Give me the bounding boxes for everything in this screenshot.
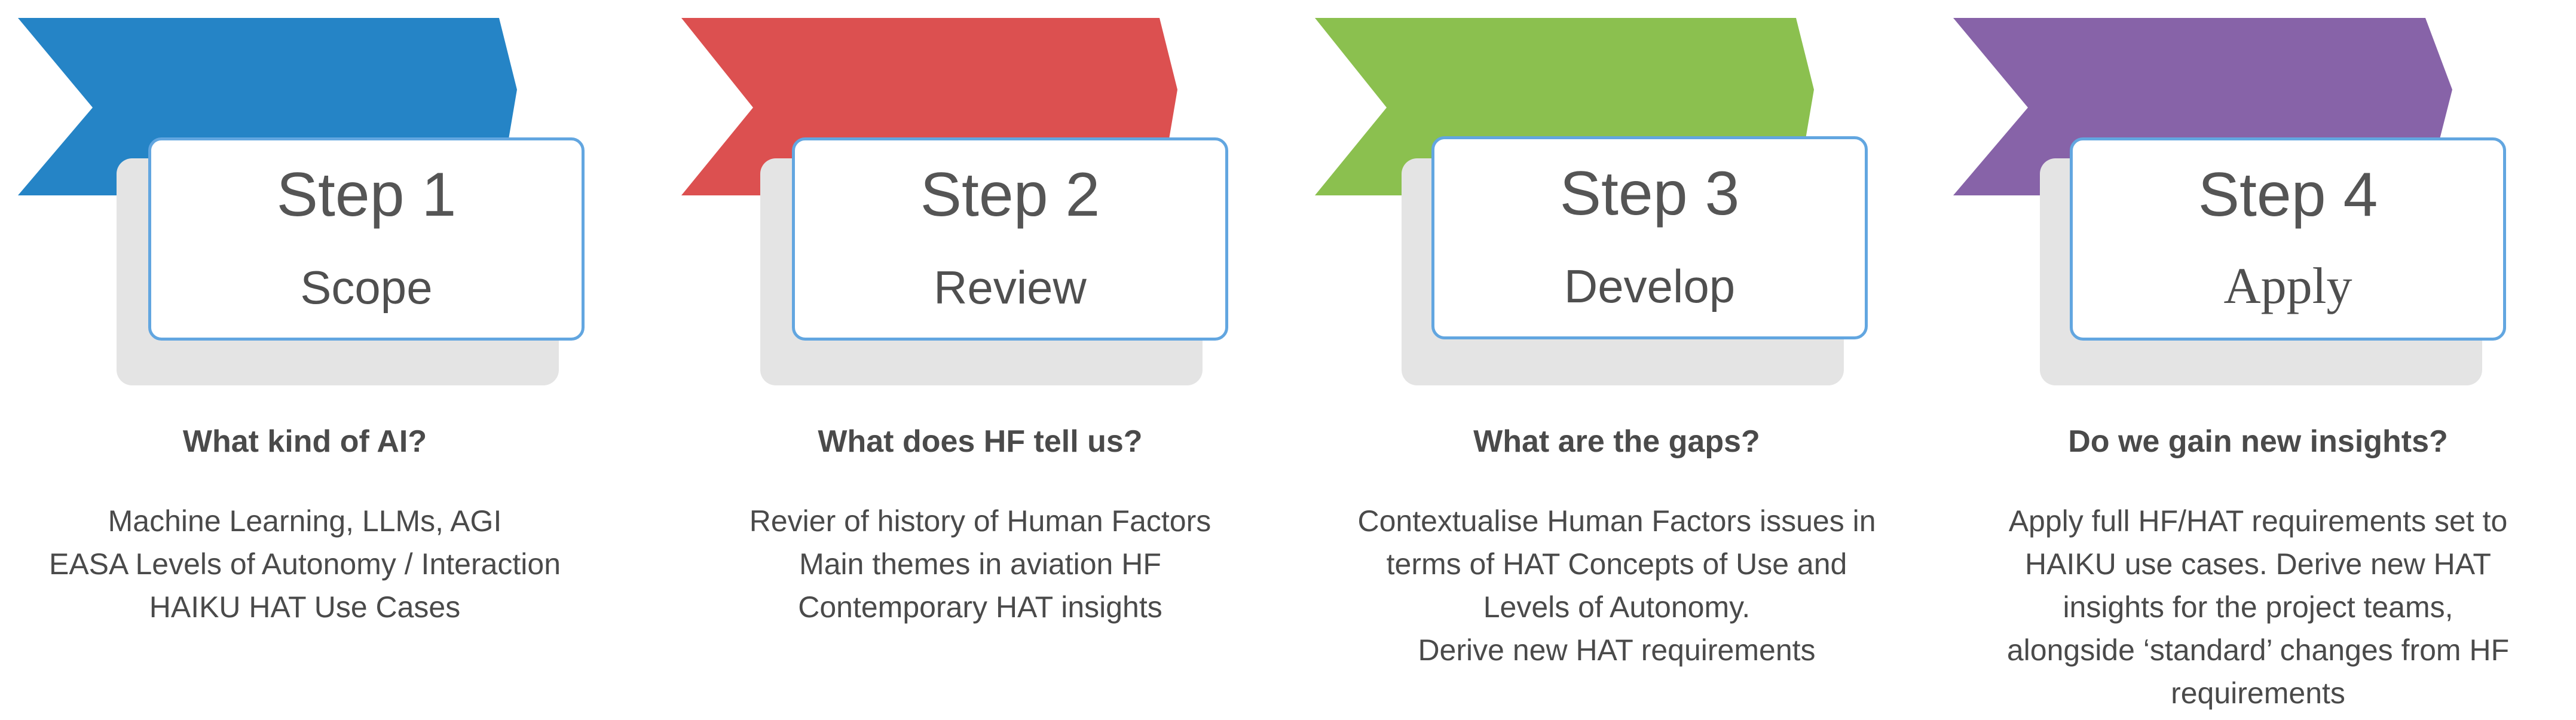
- step-3-name: Develop: [1564, 260, 1736, 312]
- step-3-description: Contextualise Human Factors issues in te…: [1315, 500, 1919, 672]
- step-3-desc-line-3: Levels of Autonomy.: [1483, 590, 1751, 624]
- step-2: Step 2 Review What does HF tell us? Revi…: [681, 0, 1291, 720]
- step-1-title: Step 1: [276, 160, 457, 229]
- step-4-name: Apply: [2223, 257, 2352, 314]
- step-1-card: Step 1 Scope: [148, 137, 585, 341]
- step-1-question: What kind of AI?: [182, 424, 427, 459]
- step-3-desc-line-1: Contextualise Human Factors issues in: [1357, 504, 1876, 538]
- step-2-name: Review: [934, 261, 1087, 314]
- step-4-title: Step 4: [2198, 160, 2378, 229]
- step-2-question: What does HF tell us?: [818, 424, 1143, 459]
- step-4-desc-line-3: insights for the project teams,: [2063, 590, 2453, 624]
- step-3-desc-line-4: Derive new HAT requirements: [1418, 633, 1816, 667]
- step-4-desc-line-5: requirements: [2171, 676, 2345, 710]
- step-2-title: Step 2: [920, 160, 1100, 229]
- step-4-description: Apply full HF/HAT requirements set to HA…: [1953, 500, 2563, 715]
- step-1-name: Scope: [300, 261, 433, 314]
- step-3-card: Step 3 Develop: [1431, 136, 1868, 339]
- step-4-card: Step 4 Apply: [2070, 137, 2506, 341]
- step-2-desc-line-2: Main themes in aviation HF: [799, 547, 1161, 581]
- step-1-desc-line-3: HAIKU HAT Use Cases: [149, 590, 461, 624]
- step-3-question: What are the gaps?: [1473, 424, 1760, 459]
- step-4-desc-line-1: Apply full HF/HAT requirements set to: [2008, 504, 2508, 538]
- step-3-title: Step 3: [1559, 159, 1740, 228]
- step-2-desc-line-3: Contemporary HAT insights: [798, 590, 1162, 624]
- step-2-desc-line-1: Revier of history of Human Factors: [749, 504, 1211, 538]
- step-1: Step 1 Scope What kind of AI? Machine Le…: [18, 0, 628, 720]
- step-4: Step 4 Apply Do we gain new insights? Ap…: [1953, 0, 2563, 720]
- step-3-desc-line-2: terms of HAT Concepts of Use and: [1386, 547, 1847, 581]
- step-1-desc-line-2: EASA Levels of Autonomy / Interaction: [48, 547, 561, 581]
- step-2-card: Step 2 Review: [792, 137, 1228, 341]
- step-1-desc-line-1: Machine Learning, LLMs, AGI: [108, 504, 502, 538]
- step-4-desc-line-4: alongside ‘standard’ changes from HF: [2006, 633, 2510, 667]
- step-4-desc-line-2: HAIKU use cases. Derive new HAT: [2025, 547, 2491, 581]
- step-4-question: Do we gain new insights?: [2068, 424, 2448, 459]
- step-2-description: Revier of history of Human Factors Main …: [681, 500, 1279, 629]
- step-1-description: Machine Learning, LLMs, AGI EASA Levels …: [18, 500, 592, 629]
- step-3: Step 3 Develop What are the gaps? Contex…: [1315, 0, 1925, 720]
